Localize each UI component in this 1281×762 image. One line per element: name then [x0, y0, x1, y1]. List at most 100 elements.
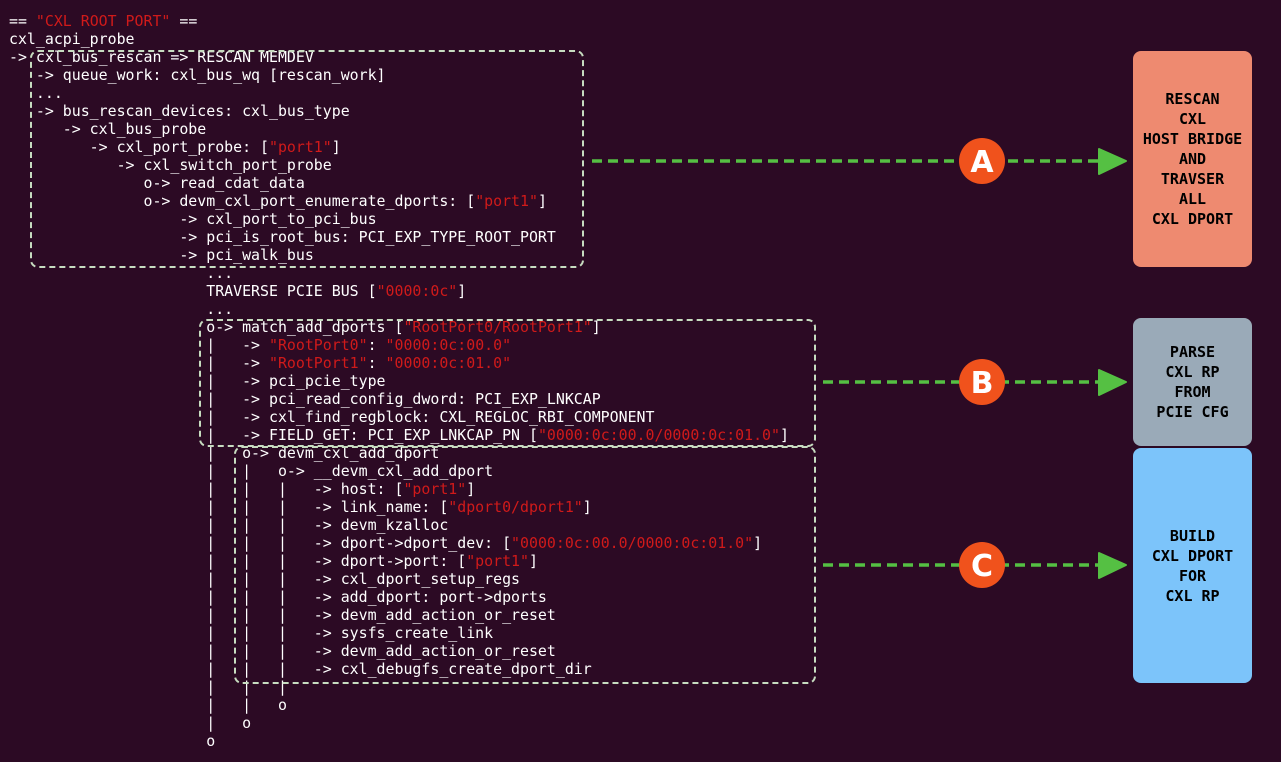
- arrowhead-c: [1098, 552, 1127, 579]
- code-text: -> cxl_port_probe: [: [9, 138, 269, 156]
- code-string: "RootPort0": [268, 336, 368, 354]
- code-line: o: [9, 732, 789, 750]
- code-string: "port1": [268, 138, 332, 156]
- code-text: TRAVERSE PCIE BUS [: [9, 282, 377, 300]
- code-line: -> queue_work: cxl_bus_wq [rescan_work]: [9, 66, 789, 84]
- code-line: | -> pci_pcie_type: [9, 372, 789, 390]
- marker-b: B: [971, 366, 994, 401]
- arrowhead-a: [1098, 148, 1127, 175]
- code-line: | | | -> cxl_debugfs_create_dport_dir: [9, 660, 789, 678]
- marker-a: A: [970, 145, 994, 180]
- code-text: ==: [170, 12, 198, 30]
- code-text: | o: [9, 714, 252, 732]
- marker-circle-b: [959, 359, 1005, 405]
- code-text: | | | -> sysfs_create_link: [9, 624, 494, 642]
- code-text: o-> match_add_dports [: [9, 318, 404, 336]
- code-text: cxl_acpi_probe: [9, 30, 135, 48]
- code-line: ...: [9, 300, 789, 318]
- code-line: | | | -> dport->port: ["port1"]: [9, 552, 789, 570]
- code-text: o-> devm_cxl_port_enumerate_dports: [: [9, 192, 476, 210]
- code-text: :: [367, 336, 386, 354]
- frame-c: [234, 446, 816, 684]
- arrowhead-b: [1098, 369, 1127, 396]
- code-line: | o: [9, 714, 789, 732]
- code-line: ...: [9, 84, 789, 102]
- code-text: | | | -> devm_add_action_or_reset: [9, 606, 556, 624]
- code-text: -> cxl_bus_probe: [9, 120, 207, 138]
- code-text: | -> FIELD_GET: PCI_EXP_LNKCAP_PN [: [9, 426, 538, 444]
- box-rescan-host-bridge: RESCAN CXL HOST BRIDGE AND TRAVSER ALL C…: [1133, 51, 1252, 267]
- code-text: | | | -> dport->port: [: [9, 552, 467, 570]
- code-text: -> pci_walk_bus: [9, 246, 314, 264]
- code-string: "0000:0c:00.0": [385, 336, 512, 354]
- code-string: "port1": [403, 480, 467, 498]
- code-string: "CXL ROOT PORT": [35, 12, 171, 30]
- code-text: ==: [9, 12, 36, 30]
- box-parse-rp: PARSE CXL RP FROM PCIE CFG: [1133, 318, 1252, 446]
- code-line: | -> pci_read_config_dword: PCI_EXP_LNKC…: [9, 390, 789, 408]
- code-text: | -> pci_read_config_dword: PCI_EXP_LNKC…: [9, 390, 601, 408]
- code-text: ...: [9, 300, 234, 318]
- code-line: | -> "RootPort0": "0000:0c:00.0": [9, 336, 789, 354]
- code-text: ]: [466, 480, 476, 498]
- code-string: "0000:0c": [376, 282, 458, 300]
- code-text: ...: [9, 264, 234, 282]
- code-line: | | o: [9, 696, 789, 714]
- code-line: -> bus_rescan_devices: cxl_bus_type: [9, 102, 789, 120]
- code-text: | ->: [9, 336, 269, 354]
- code-line: -> cxl_bus_rescan => RESCAN MEMDEV: [9, 48, 789, 66]
- box-build-dport: BUILD CXL DPORT FOR CXL RP: [1133, 448, 1252, 683]
- code-line: | | | -> add_dport: port->dports: [9, 588, 789, 606]
- code-line: | | |: [9, 678, 789, 696]
- code-text: ...: [9, 84, 63, 102]
- code-string: "RootPort1": [268, 354, 368, 372]
- code-text: | | | -> devm_kzalloc: [9, 516, 449, 534]
- code-trace: == "CXL ROOT PORT" ==cxl_acpi_probe-> cx…: [9, 12, 789, 750]
- code-string: "port1": [466, 552, 529, 570]
- code-text: | | | -> add_dport: port->dports: [9, 588, 547, 606]
- code-line: | | | -> link_name: ["dport0/dport1"]: [9, 498, 789, 516]
- code-line: o-> read_cdat_data: [9, 174, 789, 192]
- code-line: -> cxl_switch_port_probe: [9, 156, 789, 174]
- code-text: ]: [457, 282, 467, 300]
- code-text: | o-> devm_cxl_add_dport: [9, 444, 440, 462]
- code-text: | | | -> devm_add_action_or_reset: [9, 642, 556, 660]
- code-string: "dport0/dport1": [448, 498, 583, 516]
- code-text: | | o-> __devm_cxl_add_dport: [9, 462, 494, 480]
- code-line: o-> match_add_dports ["RootPort0/RootPor…: [9, 318, 789, 336]
- code-line: TRAVERSE PCIE BUS ["0000:0c"]: [9, 282, 789, 300]
- code-line: | | o-> __devm_cxl_add_dport: [9, 462, 789, 480]
- code-line: | | | -> devm_add_action_or_reset: [9, 606, 789, 624]
- code-text: ]: [537, 192, 547, 210]
- code-text: :: [367, 354, 386, 372]
- code-text: | | | -> cxl_debugfs_create_dport_dir: [9, 660, 592, 678]
- code-text: | | |: [9, 678, 287, 696]
- code-line: o-> devm_cxl_port_enumerate_dports: ["po…: [9, 192, 789, 210]
- code-line: | | | -> cxl_dport_setup_regs: [9, 570, 789, 588]
- marker-circle-a: [959, 138, 1005, 184]
- code-line: | | | -> sysfs_create_link: [9, 624, 789, 642]
- code-text: ]: [780, 426, 789, 444]
- code-text: o: [9, 732, 216, 750]
- code-text: | | | -> host: [: [9, 480, 404, 498]
- code-line: -> cxl_bus_probe: [9, 120, 789, 138]
- code-text: ]: [582, 498, 592, 516]
- code-text: -> cxl_bus_rescan => RESCAN MEMDEV: [9, 48, 314, 66]
- code-line: -> pci_is_root_bus: PCI_EXP_TYPE_ROOT_PO…: [9, 228, 789, 246]
- connector-c: C: [823, 542, 1127, 588]
- marker-circle-c: [959, 542, 1005, 588]
- code-line: | | | -> devm_kzalloc: [9, 516, 789, 534]
- code-text: -> cxl_switch_port_probe: [9, 156, 332, 174]
- code-text: | | | -> link_name: [: [9, 498, 449, 516]
- code-line: | o-> devm_cxl_add_dport: [9, 444, 789, 462]
- code-text: -> bus_rescan_devices: cxl_bus_type: [9, 102, 350, 120]
- code-text: ]: [331, 138, 341, 156]
- code-line: | -> "RootPort1": "0000:0c:01.0": [9, 354, 789, 372]
- code-string: "0000:0c:00.0/0000:0c:01.0": [511, 534, 754, 552]
- code-line: | -> FIELD_GET: PCI_EXP_LNKCAP_PN ["0000…: [9, 426, 789, 444]
- code-text: | -> cxl_find_regblock: CXL_REGLOC_RBI_C…: [9, 408, 655, 426]
- code-text: ]: [591, 318, 601, 336]
- marker-c: C: [971, 549, 993, 584]
- code-string: "0000:0c:00.0/0000:0c:01.0": [537, 426, 780, 444]
